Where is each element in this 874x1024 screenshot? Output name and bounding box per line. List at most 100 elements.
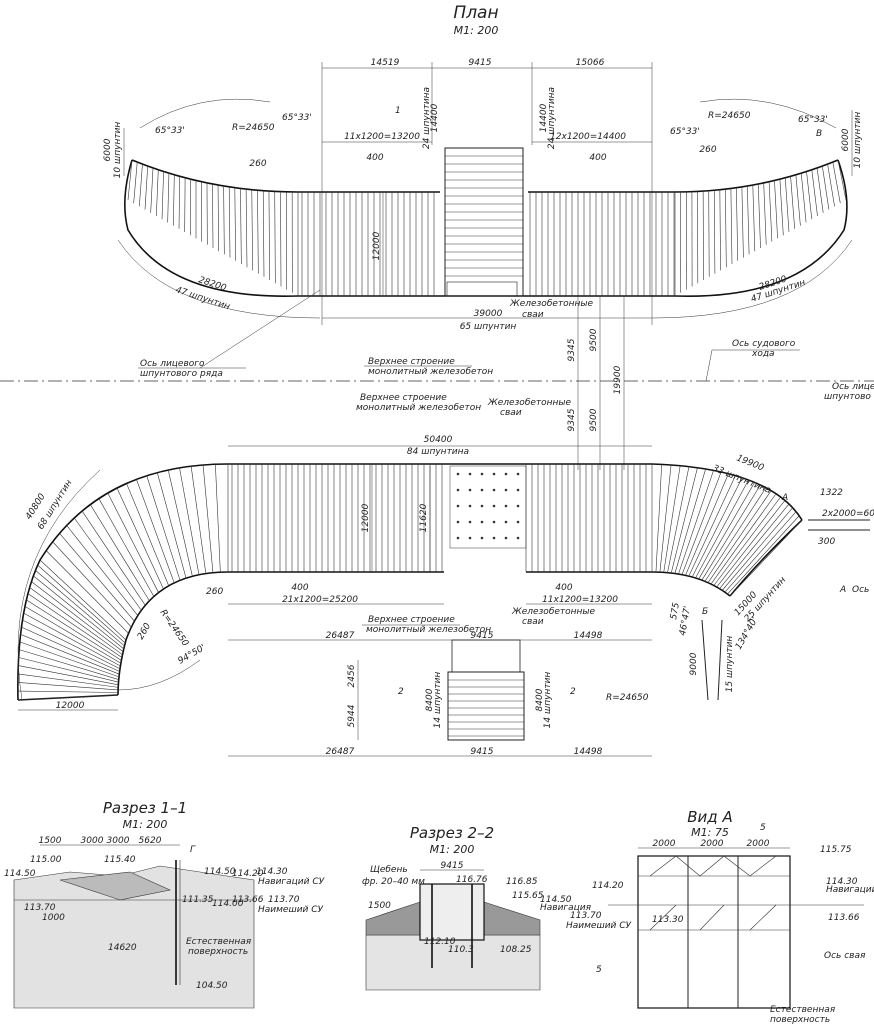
bottom-arc-dim: [17, 469, 101, 701]
pile-dot: [516, 504, 520, 508]
s2-e11565: 115.65: [512, 891, 544, 901]
top-right-wing-outer: [674, 159, 848, 298]
s1-navig: Навигаций СУ: [258, 877, 325, 887]
top-left-rib: [127, 159, 133, 201]
s2-e11103: 110.3: [448, 945, 474, 955]
top-s260b: 260: [699, 145, 716, 155]
top-right-rib: [719, 189, 721, 271]
top-h6000-right: 6000: [841, 128, 851, 151]
top-right-rib: [832, 162, 841, 204]
top-left-rib: [178, 176, 180, 229]
top-left-rib: [245, 189, 248, 268]
viewa-diag: [675, 855, 701, 877]
bottom-right-ribs: [651, 464, 803, 597]
top-left-rib: [217, 185, 219, 252]
bottom-26487a: 26487: [326, 631, 355, 641]
va-2000a: 2000: [653, 839, 676, 849]
bottom-right-rib: [704, 487, 767, 582]
pile-dot: [468, 488, 472, 492]
bottom-sec2-left: 2: [398, 687, 404, 697]
bottom-right-rib: [678, 470, 714, 575]
bottom-s400a: 400: [291, 583, 308, 593]
pile-dot: [468, 520, 472, 524]
va-nav1: Навигаций СУ: [826, 885, 874, 895]
s2-navig: Навигация: [540, 903, 592, 913]
top-left-wing-outer: [124, 159, 299, 298]
pile-dot: [456, 472, 460, 476]
top-left-rib: [228, 186, 231, 258]
section1-ground: [13, 865, 255, 1009]
va-natural: Естественная: [770, 1005, 836, 1015]
s2-e10825: 108.25: [500, 945, 532, 955]
viewa-diag: [699, 855, 725, 877]
bottom-1322: 1322: [820, 488, 843, 498]
s1-e11500: 115.00: [30, 855, 62, 865]
bottom-piles-label2: сваи: [500, 408, 522, 418]
bottom-dim-top: 50400: [424, 435, 453, 445]
pile-dot: [456, 488, 460, 492]
top-s400a: 400: [366, 153, 383, 163]
pile-dot: [480, 536, 484, 540]
bottom-right-rib: [685, 473, 729, 576]
top-right-rib: [790, 176, 795, 229]
dim-9500a: 9500: [589, 328, 599, 351]
top-sp10-right: 10 шпунтин: [853, 112, 863, 169]
va-e11330: 113.30: [652, 915, 684, 925]
upper-label: Верхнее строение: [368, 357, 455, 367]
bottom-left-rib: [167, 469, 193, 577]
bottom-r-left: R=24650: [158, 608, 191, 649]
bottom-left-rib: [126, 483, 170, 586]
section1-fill: [59, 871, 171, 901]
bottom-s260a: 260: [206, 587, 223, 597]
s2-gravel2: фр. 20–40 мм: [362, 877, 425, 887]
s1-14620: 14620: [108, 943, 137, 953]
top-piles-label2: сваи: [522, 310, 544, 320]
bottom-ramp-steps: [448, 679, 524, 737]
s1-e11430: 114.30: [256, 867, 288, 877]
s1-e11450b: 114.50: [204, 867, 236, 877]
top-piles-label: Железобетонные: [509, 299, 594, 309]
pile-dot: [492, 504, 496, 508]
pile-dot: [492, 520, 496, 524]
bottom-section-b: Б: [702, 607, 708, 617]
top-dim-bottom-count: 65 шпунтин: [460, 322, 517, 332]
s1-3000b: 3000: [107, 836, 130, 846]
bottom-pile-lines: [231, 464, 647, 572]
bottom-cap: [449, 465, 527, 549]
top-h14400-left: 14400: [430, 103, 440, 132]
top-left-rib: [280, 191, 282, 287]
top-right-rib: [757, 183, 761, 249]
bottom-s260b: 260: [136, 621, 153, 641]
top-left-arc-dim: [117, 239, 321, 319]
plan-scale: М1: 200: [454, 24, 499, 37]
va-e11420: 114.20: [592, 881, 624, 891]
bottom-300: 300: [818, 537, 835, 547]
bottom-left-rib: [23, 612, 121, 667]
axis-right-label: Ось лице: [832, 382, 874, 392]
top-right-rib: [822, 166, 830, 210]
bottom-left-rib: [116, 487, 164, 590]
section-2-2: Разрез 2–2 М1: 200 9415 116.76 116.85 11…: [362, 824, 592, 991]
bottom-right-rib: [659, 464, 672, 573]
bottom-left-wing-outer: [17, 463, 229, 701]
viewa-scale: М1: 75: [691, 826, 729, 839]
bottom-left-rib: [202, 464, 214, 573]
top-left-rib: [133, 162, 138, 204]
top-right-arc-dim: [651, 239, 853, 319]
top-right-rib: [816, 167, 824, 213]
s2-e11685: 116.85: [506, 877, 538, 887]
s1-e11400: 114.00: [212, 899, 244, 909]
bottom-s575: 575: [669, 602, 682, 621]
bottom-14498a: 14498: [574, 631, 603, 641]
top-s260a: 260: [249, 159, 266, 169]
view-a: Вид А М1: 75 2000 2000 2000 115.75 114.2…: [566, 808, 874, 1024]
va-lbl5b: 5: [596, 965, 602, 975]
s1-e11370: 113.70: [268, 895, 300, 905]
va-nav2: Наимеший СУ: [566, 921, 632, 931]
top-left-rib: [212, 183, 214, 249]
pile-dot: [480, 504, 484, 508]
bottom-left-rib: [17, 690, 119, 693]
section2-title: Разрез 2–2: [410, 824, 494, 842]
top-ramp-steps: [445, 155, 523, 277]
pile-dot: [516, 488, 520, 492]
